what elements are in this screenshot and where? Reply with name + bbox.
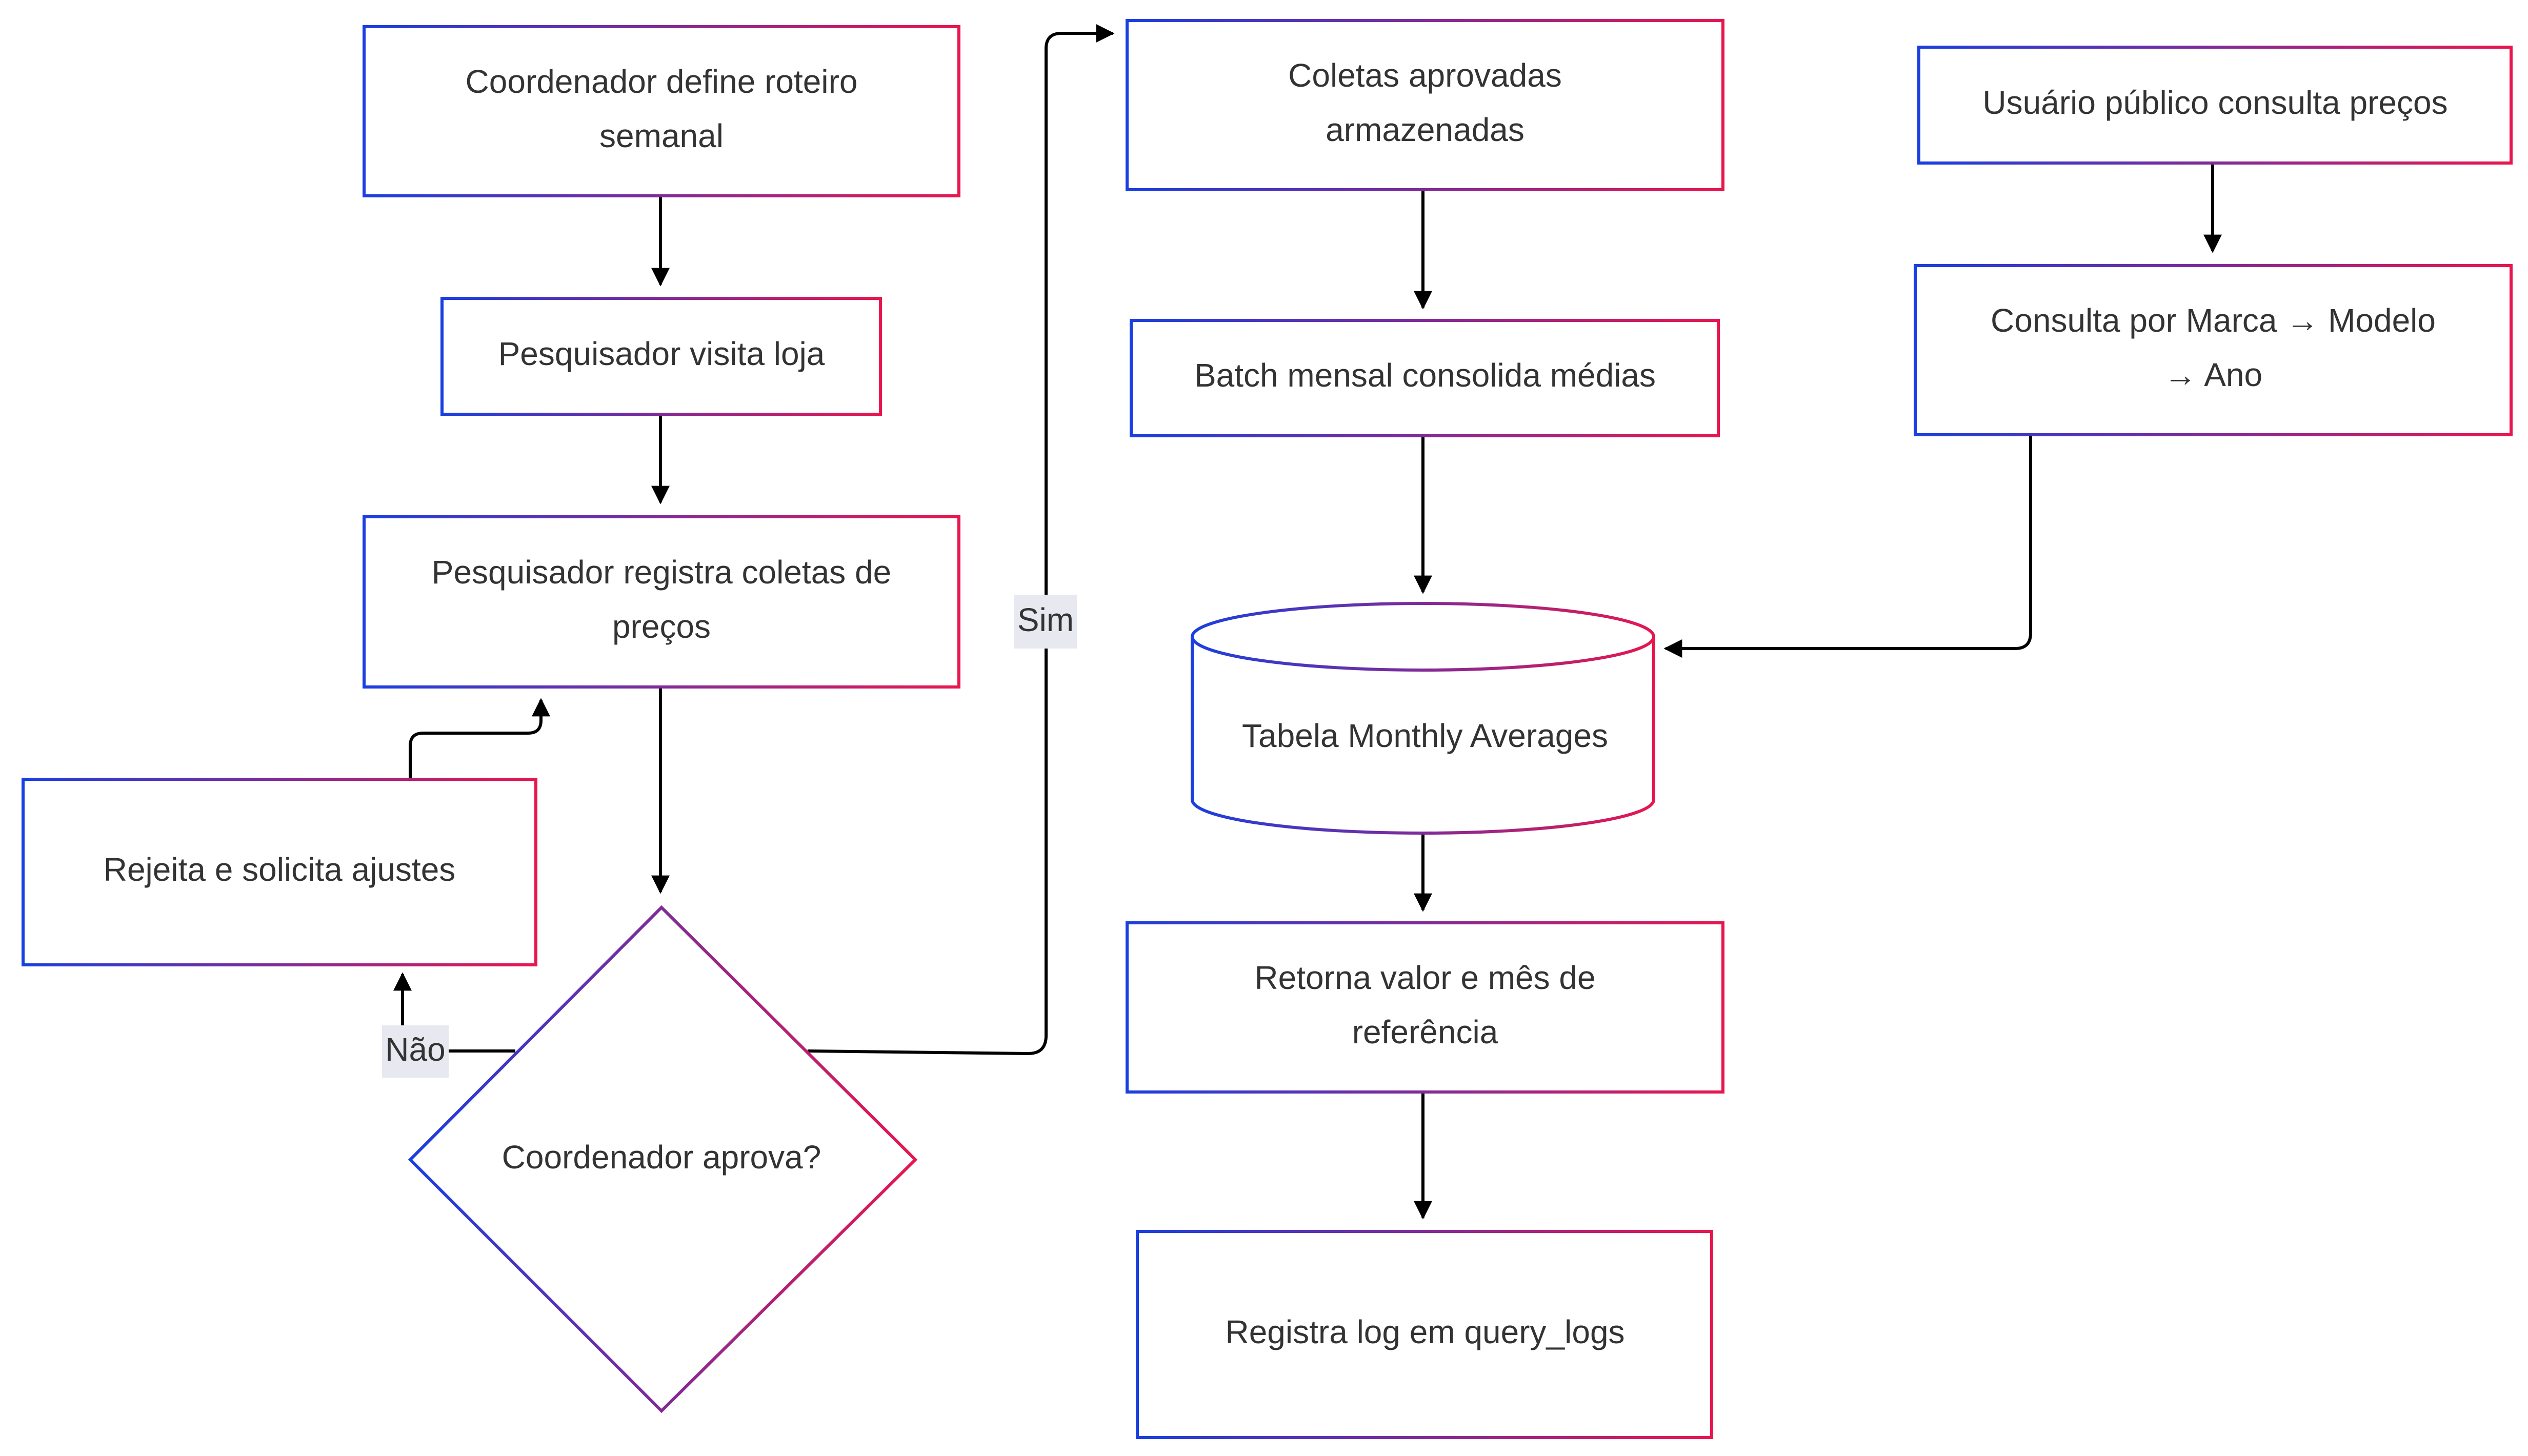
edges: [393, 24, 2222, 1220]
node-retorna-valor-text: Retorna valor e mês de referência: [1254, 959, 1595, 1050]
node-rejeita-solicita-ajustes: Rejeita e solicita ajustes: [22, 778, 537, 966]
node-text-line: Pesquisador registra coletas de: [432, 554, 892, 591]
node-consulta-marca-modelo-ano: Consulta por Marca → Modelo → Ano: [1914, 264, 2513, 436]
node-text-line: referência: [1352, 1014, 1498, 1050]
node-registra-log: Registra log em query_logs: [1136, 1230, 1713, 1439]
node-usuario-publico-text: Usuário público consulta preços: [1982, 84, 2447, 121]
node-coordenador-aprova-text: Coordenador aprova?: [502, 1139, 821, 1176]
edge-label-nao: Não: [382, 1025, 449, 1078]
node-text-line: Coordenador aprova?: [502, 1139, 821, 1176]
node-text-line: → Ano: [2164, 356, 2262, 393]
node-pesquisador-registra-coletas: Pesquisador registra coletas de preços: [363, 515, 960, 689]
node-coordenador-define-roteiro-text: Coordenador define roteiro semanal: [466, 63, 858, 154]
node-coordenador-define-roteiro: Coordenador define roteiro semanal: [363, 25, 960, 197]
node-pesquisador-visita-loja-text: Pesquisador visita loja: [498, 335, 825, 372]
edge-label-nao-text: Não: [385, 1031, 445, 1068]
edge-label-sim-text: Sim: [1017, 601, 1074, 638]
node-text-line: Consulta por Marca → Modelo: [1991, 302, 2436, 339]
node-text-line: Pesquisador visita loja: [498, 335, 825, 372]
edge-rejeita-to-registra: [409, 698, 550, 779]
edge-label-sim: Sim: [1014, 595, 1077, 649]
node-batch-mensal-text: Batch mensal consolida médias: [1194, 357, 1656, 394]
node-coletas-aprovadas-text: Coletas aprovadas armazenadas: [1288, 57, 1562, 148]
node-rejeita-solicita-ajustes-text: Rejeita e solicita ajustes: [104, 851, 456, 888]
edge-aprova-sim-to-coletas: [807, 24, 1115, 1056]
node-coordenador-aprova-decision: Coordenador aprova?: [408, 905, 918, 1413]
node-text-line: armazenadas: [1326, 111, 1524, 148]
node-text-line: Registra log em query_logs: [1225, 1313, 1624, 1350]
node-registra-log-text: Registra log em query_logs: [1225, 1313, 1624, 1350]
node-text-line: Rejeita e solicita ajustes: [104, 851, 456, 888]
node-retorna-valor: Retorna valor e mês de referência: [1126, 921, 1724, 1094]
node-pesquisador-registra-coletas-text: Pesquisador registra coletas de preços: [432, 554, 892, 645]
node-pesquisador-visita-loja: Pesquisador visita loja: [440, 297, 882, 416]
node-tabela-monthly-averages-text: Tabela Monthly Averages: [1242, 717, 1608, 754]
node-text-line: Coordenador define roteiro: [466, 63, 858, 100]
node-text-line: Batch mensal consolida médias: [1194, 357, 1656, 394]
node-text-line: Coletas aprovadas: [1288, 57, 1562, 94]
node-text-line: Usuário público consulta preços: [1982, 84, 2447, 121]
node-tabela-monthly-averages-database: Tabela Monthly Averages: [1191, 602, 1655, 835]
node-text-line: Tabela Monthly Averages: [1242, 717, 1608, 754]
node-coletas-aprovadas: Coletas aprovadas armazenadas: [1126, 19, 1724, 191]
node-usuario-publico: Usuário público consulta preços: [1917, 46, 2513, 165]
edge-consulta-to-tabela: [1663, 435, 2032, 658]
node-consulta-marca-modelo-ano-text: Consulta por Marca → Modelo → Ano: [1991, 302, 2436, 393]
node-text-line: preços: [612, 608, 711, 645]
node-text-line: Retorna valor e mês de: [1254, 959, 1595, 996]
node-text-line: semanal: [599, 117, 724, 154]
node-batch-mensal: Batch mensal consolida médias: [1130, 319, 1720, 437]
